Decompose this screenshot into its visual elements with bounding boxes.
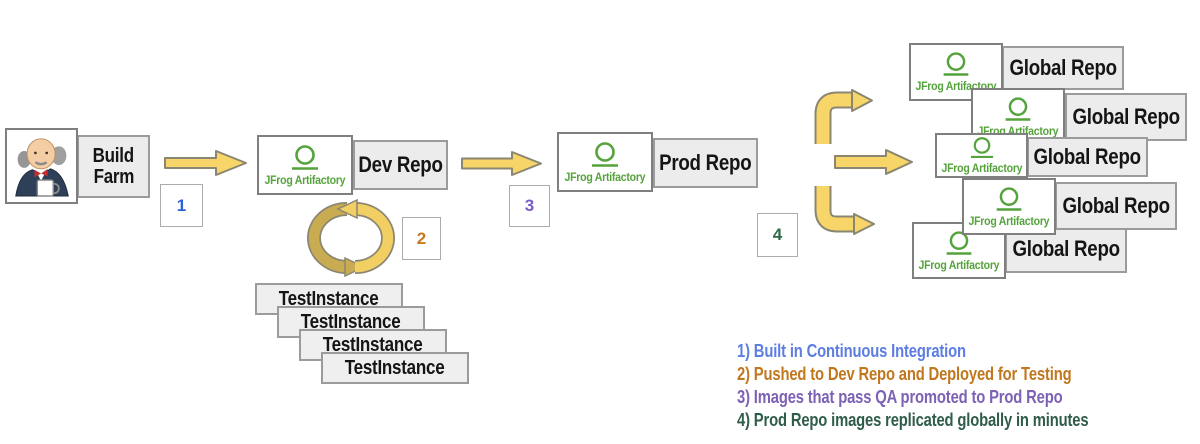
arrow-prod-to-global-up	[814, 89, 873, 144]
legend: 1) Built in Continuous Integration 2) Pu…	[737, 339, 1176, 431]
global-repo-label-box: Global Repo	[1027, 137, 1148, 177]
dev-repo-label: Dev Repo	[358, 152, 443, 177]
build-farm-label-box: Build Farm	[77, 135, 150, 198]
step-4-box: 4	[757, 213, 798, 257]
step-2-box: 2	[402, 217, 441, 260]
jfrog-brand-text: JFrog Artifactory	[264, 172, 346, 187]
prod-repo-label: Prod Repo	[659, 150, 752, 175]
jfrog-brand-text: JFrog Artifactory	[918, 257, 1000, 272]
build-farm-line2: Farm	[93, 165, 134, 188]
global-jfrog-box: JFrog Artifactory	[935, 133, 1028, 178]
jenkins-box	[5, 128, 78, 204]
step-3-number: 3	[524, 196, 535, 215]
arrow-build-to-dev	[164, 150, 247, 176]
dev-jfrog-box: JFrog Artifactory	[257, 135, 353, 195]
cycle-arrows-icon	[307, 198, 395, 278]
test-instance-label: TestInstance	[345, 356, 445, 379]
step-4-number: 4	[772, 225, 783, 244]
jenkins-icon	[14, 138, 69, 197]
global-repo-label-box: Global Repo	[1002, 46, 1124, 90]
test-instance-box: TestInstance	[321, 352, 469, 384]
jfrog-logo-icon	[592, 141, 618, 167]
global-repo-label: Global Repo	[1009, 55, 1117, 80]
arrow-dev-to-prod	[461, 151, 542, 176]
step-2-number: 2	[416, 228, 427, 248]
step-3-box: 3	[509, 185, 550, 227]
jfrog-logo-icon	[292, 144, 318, 170]
jfrog-brand-text: JFrog Artifactory	[941, 161, 1022, 175]
jfrog-brand-text: JFrog Artifactory	[564, 169, 646, 184]
global-jfrog-box: JFrog Artifactory	[962, 178, 1056, 235]
arrow-prod-to-global-down	[814, 186, 875, 235]
global-repo-label: Global Repo	[1033, 144, 1142, 169]
test-instance-label: TestInstance	[323, 333, 423, 356]
global-repo-label: Global Repo	[1062, 193, 1170, 218]
jfrog-logo-icon	[943, 52, 969, 76]
build-farm-line1: Build	[92, 144, 135, 167]
arrow-prod-to-global-mid	[834, 149, 913, 175]
prod-repo-label-box: Prod Repo	[653, 138, 758, 188]
legend-line-2: 2) Pushed to Dev Repo and Deployed for T…	[737, 363, 1072, 384]
test-instance-label: TestInstance	[279, 287, 379, 310]
dev-repo-label-box: Dev Repo	[353, 140, 448, 190]
legend-line-4: 4) Prod Repo images replicated globally …	[737, 409, 1089, 430]
jfrog-logo-icon	[1005, 97, 1031, 121]
global-repo-label: Global Repo	[1012, 236, 1120, 261]
legend-line-3: 3) Images that pass QA promoted to Prod …	[737, 386, 1063, 407]
step-1-box: 1	[160, 184, 203, 227]
jfrog-logo-icon	[996, 186, 1022, 211]
legend-line-1: 1) Built in Continuous Integration	[737, 340, 966, 361]
test-instance-label: TestInstance	[301, 310, 401, 333]
jfrog-logo-icon	[970, 137, 993, 159]
global-repo-label: Global Repo	[1072, 104, 1180, 129]
global-repo-label-box: Global Repo	[1065, 93, 1187, 141]
global-repo-label-box: Global Repo	[1055, 182, 1177, 230]
step-1-number: 1	[176, 195, 187, 215]
jfrog-brand-text: JFrog Artifactory	[968, 213, 1050, 228]
jfrog-logo-icon	[946, 230, 972, 255]
prod-jfrog-box: JFrog Artifactory	[557, 132, 653, 192]
